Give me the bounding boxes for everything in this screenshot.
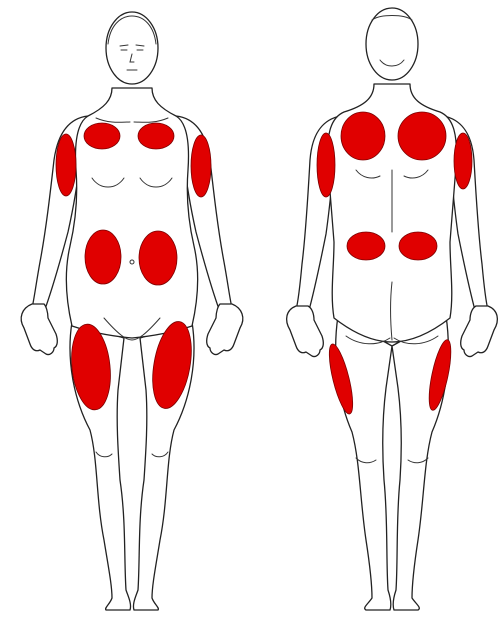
back-view-figure — [287, 8, 498, 610]
back-upper-arm-left-marker — [317, 133, 335, 197]
front-upper-chest-right-marker — [138, 123, 174, 149]
front-head — [106, 12, 158, 84]
front-upper-arm-right-marker — [191, 135, 211, 197]
back-left-hand — [287, 306, 324, 357]
front-torso — [66, 88, 197, 338]
back-lower-back-left-marker — [347, 232, 385, 260]
front-upper-chest-left-marker — [84, 123, 120, 149]
back-left-leg — [336, 316, 392, 610]
front-left-hand — [21, 304, 57, 355]
back-upper-arm-right-marker — [454, 133, 472, 189]
back-shoulder-left-marker — [341, 112, 385, 160]
back-right-hand — [461, 306, 498, 357]
front-hip-left-marker — [85, 230, 121, 284]
front-upper-arm-left-marker — [56, 134, 76, 196]
back-lower-back-right-marker — [399, 232, 437, 260]
back-shoulder-right-marker — [398, 112, 446, 160]
front-right-hand — [207, 304, 243, 355]
front-hip-right-marker — [139, 231, 177, 285]
front-view-figure — [21, 12, 243, 610]
